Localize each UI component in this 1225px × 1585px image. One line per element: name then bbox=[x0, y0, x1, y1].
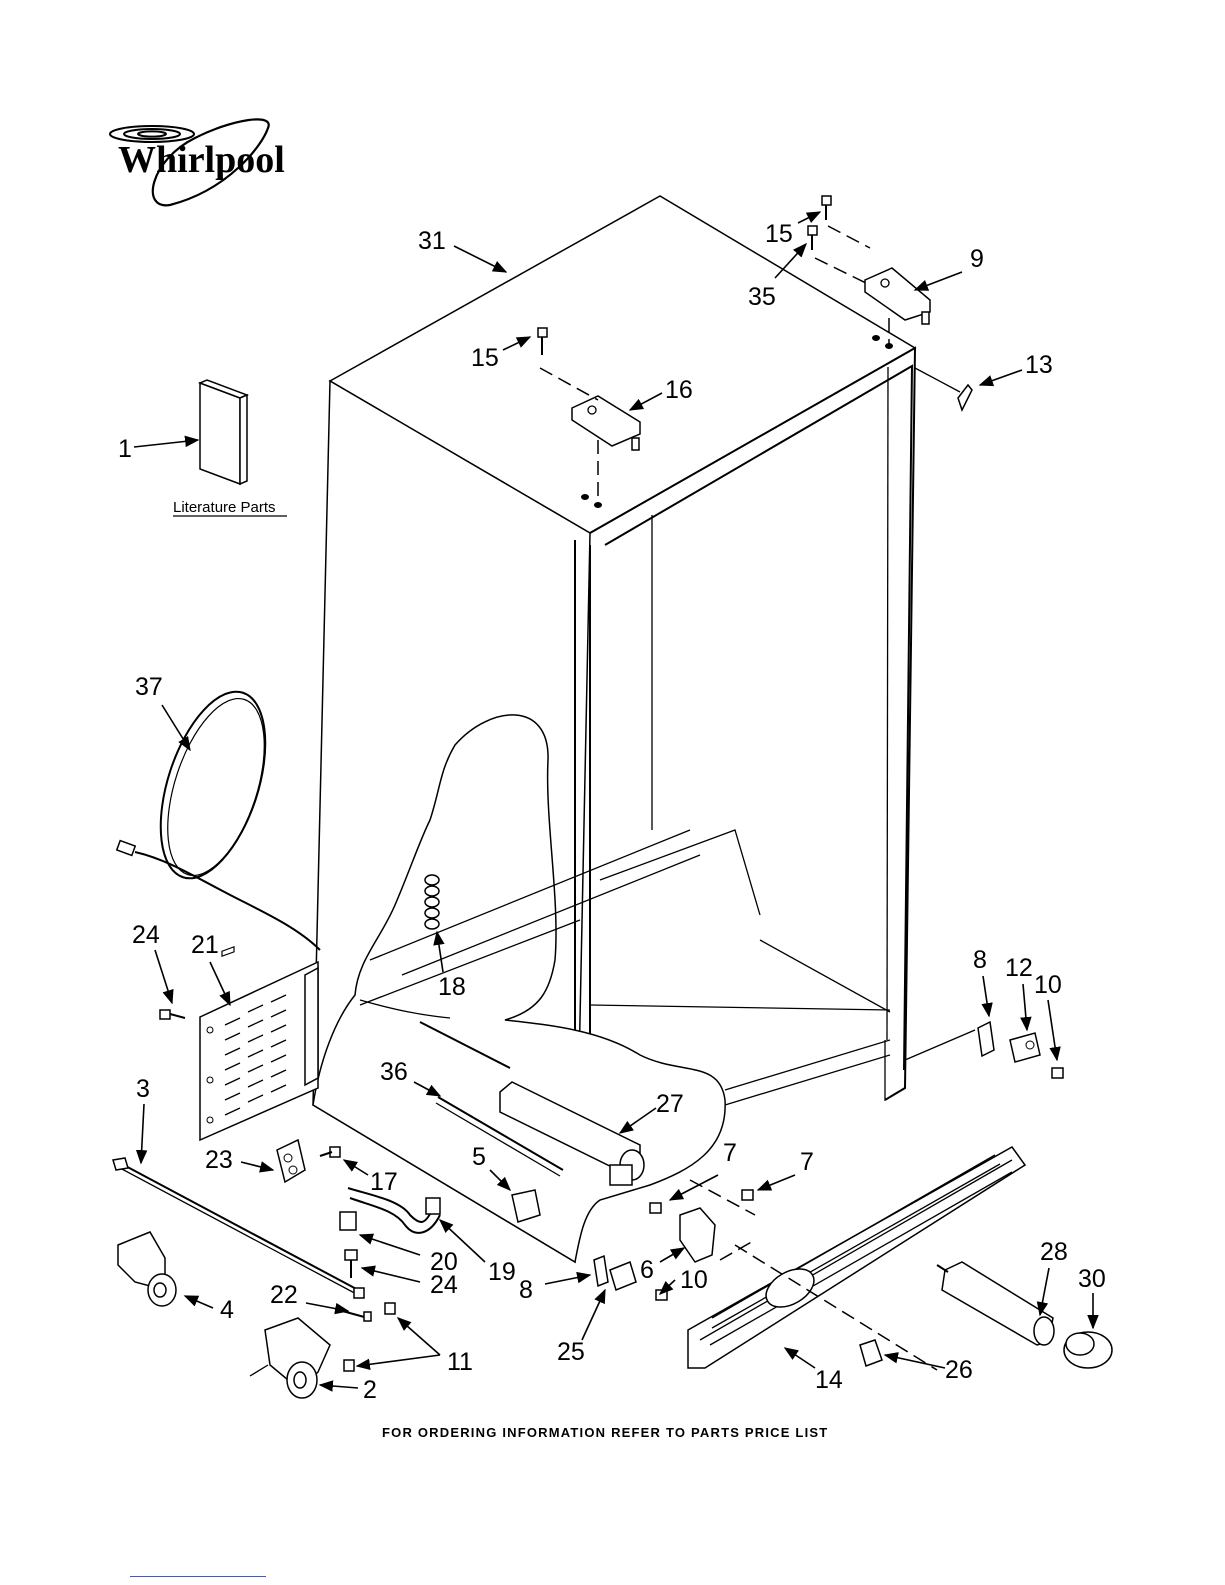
callout-17: 17 bbox=[370, 1168, 398, 1196]
page-link-underline[interactable] bbox=[130, 1576, 266, 1577]
callout-7-right: 7 bbox=[800, 1148, 814, 1176]
callout-12: 12 bbox=[1005, 954, 1033, 982]
access-panel bbox=[160, 947, 318, 1140]
lower-hinge-center bbox=[650, 1180, 755, 1262]
callout-1: 1 bbox=[118, 435, 132, 463]
callout-5: 5 bbox=[472, 1143, 486, 1171]
callout-27: 27 bbox=[656, 1090, 684, 1118]
callout-24-bottom: 24 bbox=[430, 1271, 458, 1299]
whirlpool-logo: Whirlpool bbox=[110, 119, 285, 205]
front-roller-4 bbox=[118, 1232, 176, 1306]
lower-hinge-left bbox=[594, 1256, 667, 1300]
hinge-bracket-23 bbox=[277, 1140, 305, 1182]
callout-15-top: 15 bbox=[765, 220, 793, 248]
literature-label: Literature Parts bbox=[173, 499, 276, 516]
screw-24-bottom bbox=[345, 1250, 357, 1278]
callout-19: 19 bbox=[488, 1258, 516, 1286]
literature-parts: Literature Parts bbox=[173, 380, 287, 516]
callout-8-bottom: 8 bbox=[519, 1276, 533, 1304]
callout-3: 3 bbox=[136, 1075, 150, 1103]
pin-22 bbox=[335, 1309, 371, 1321]
callout-8-right: 8 bbox=[973, 946, 987, 974]
callout-15-mid: 15 bbox=[471, 344, 499, 372]
power-cord bbox=[117, 679, 320, 950]
water-filter bbox=[937, 1262, 1054, 1345]
screw-17 bbox=[320, 1147, 340, 1157]
lower-hinge-right bbox=[905, 1022, 1063, 1078]
cabinet bbox=[313, 196, 915, 1262]
callout-21: 21 bbox=[191, 931, 219, 959]
water-valve-line bbox=[340, 1188, 440, 1278]
callout-7-left: 7 bbox=[723, 1139, 737, 1167]
callout-9: 9 bbox=[970, 245, 984, 273]
ordering-note: FOR ORDERING INFORMATION REFER TO PARTS … bbox=[382, 1425, 828, 1440]
callout-24-top: 24 bbox=[132, 921, 160, 949]
callout-37: 37 bbox=[135, 673, 163, 701]
callout-18: 18 bbox=[438, 973, 466, 1001]
callout-28: 28 bbox=[1040, 1238, 1068, 1266]
callout-10-bottom: 10 bbox=[680, 1266, 708, 1294]
callout-25: 25 bbox=[557, 1338, 585, 1366]
callout-6: 6 bbox=[640, 1256, 654, 1284]
callout-11: 11 bbox=[447, 1348, 473, 1376]
callout-23: 23 bbox=[205, 1146, 233, 1174]
callout-2: 2 bbox=[363, 1376, 377, 1404]
callout-35: 35 bbox=[748, 283, 776, 311]
callout-31: 31 bbox=[418, 227, 446, 255]
base-grille bbox=[688, 1147, 1025, 1370]
callout-4: 4 bbox=[220, 1296, 234, 1324]
screw-24-top bbox=[160, 1010, 185, 1019]
callout-36: 36 bbox=[380, 1058, 408, 1086]
rear-roller-2 bbox=[250, 1318, 330, 1398]
callout-14: 14 bbox=[815, 1366, 843, 1394]
filter-cap-26 bbox=[860, 1340, 882, 1366]
callout-22: 22 bbox=[270, 1281, 298, 1309]
callout-13: 13 bbox=[1025, 351, 1053, 379]
callout-30: 30 bbox=[1078, 1265, 1106, 1293]
callout-16: 16 bbox=[665, 376, 693, 404]
callout-10-right: 10 bbox=[1034, 971, 1062, 999]
callout-26: 26 bbox=[945, 1356, 973, 1384]
trim-clip-13 bbox=[915, 368, 972, 410]
brand-wordmark: Whirlpool bbox=[118, 139, 285, 181]
filter-cap bbox=[1064, 1332, 1112, 1368]
